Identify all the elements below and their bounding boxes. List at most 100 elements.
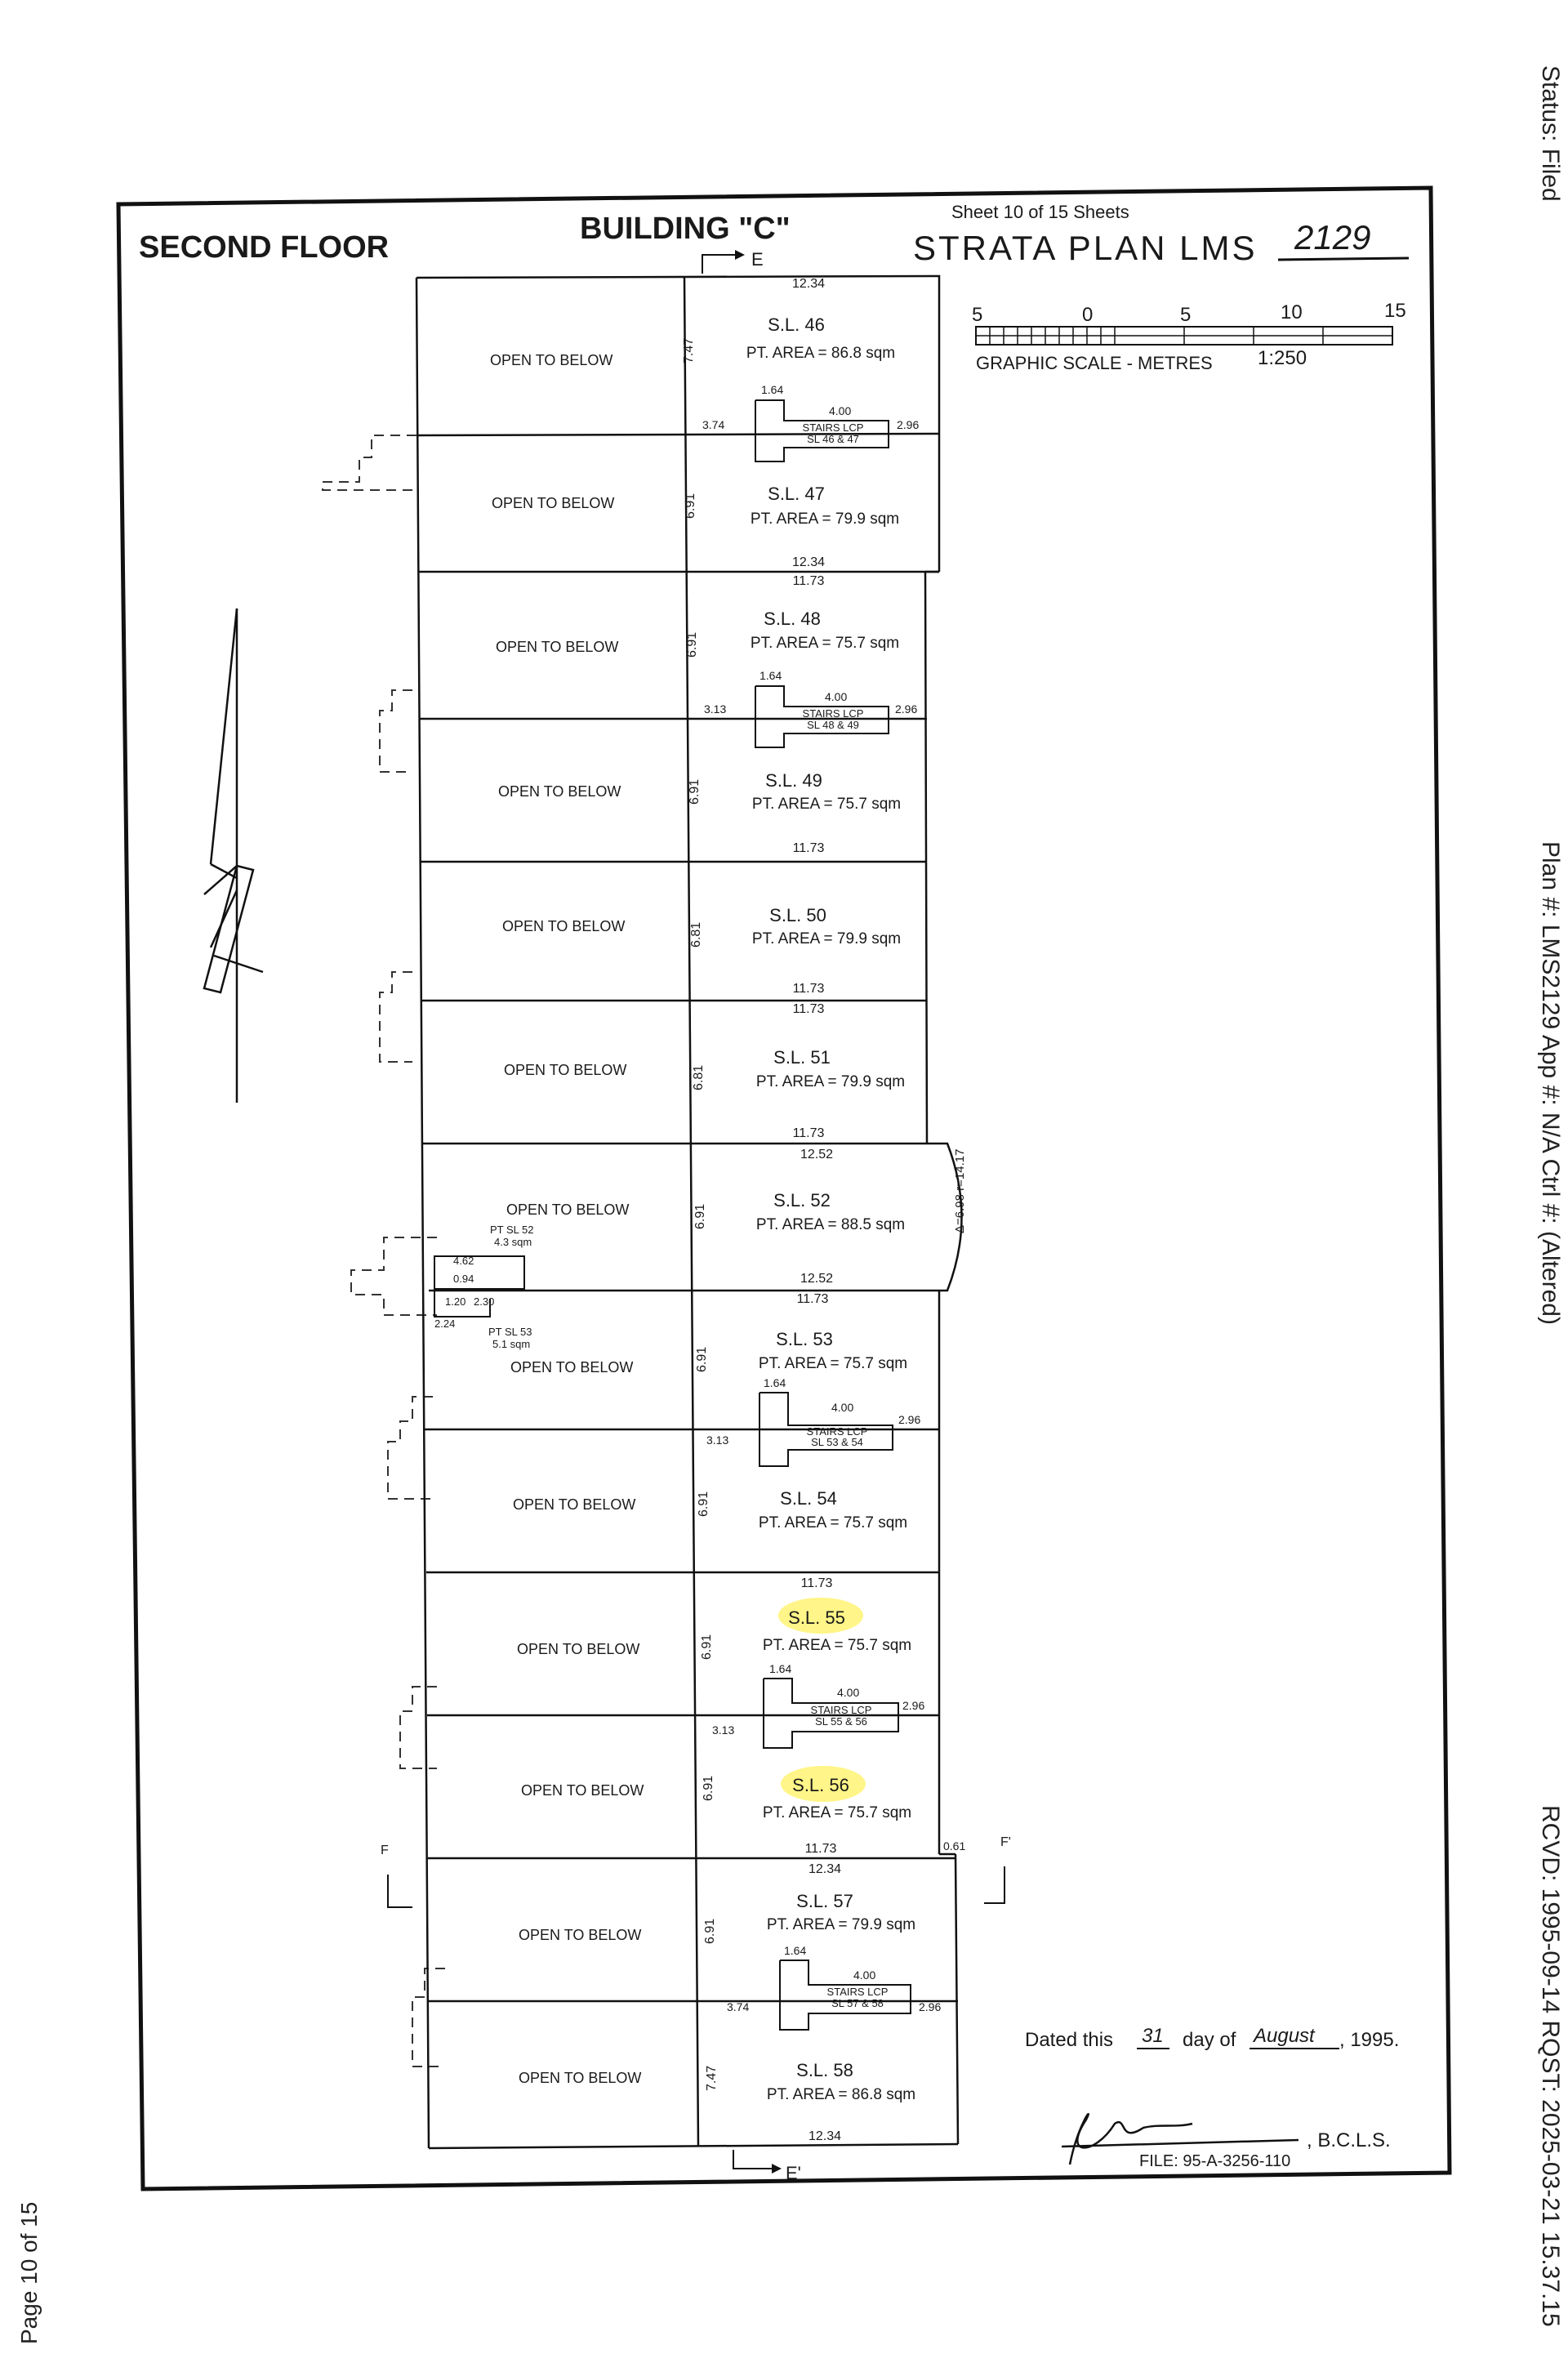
section-label-e: E xyxy=(751,249,764,270)
dim-50-bottom: 11.73 xyxy=(793,982,825,996)
scale-tick-3: 10 xyxy=(1281,301,1303,323)
pt-sl52-dim1: 4.62 xyxy=(453,1255,474,1267)
stairs-3-left: 3.13 xyxy=(706,1433,728,1447)
dim-53-top: 11.73 xyxy=(797,1292,829,1306)
stairs-2-len: 4.00 xyxy=(825,690,847,703)
dim-58-side: 7.47 xyxy=(705,2066,719,2091)
stairs-3-right: 2.96 xyxy=(898,1413,920,1426)
stairs-3-sub: SL 53 & 54 xyxy=(811,1436,863,1448)
open-label-2: OPEN TO BELOW xyxy=(492,495,614,511)
dim-49-side: 6.91 xyxy=(688,779,702,805)
lot-48-area: PT. AREA = 75.7 sqm xyxy=(751,635,899,652)
surveyor-signature xyxy=(1061,2113,1299,2165)
open-label-3: OPEN TO BELOW xyxy=(496,639,618,655)
stairs-1-w: 1.64 xyxy=(761,383,783,396)
dim-50-side: 6.81 xyxy=(689,922,703,947)
pt-sl52-dim2: 0.94 xyxy=(453,1273,474,1285)
lot-54-area: PT. AREA = 75.7 sqm xyxy=(759,1514,907,1531)
stairs-4-left: 3.13 xyxy=(712,1723,734,1737)
margin-status: Status: Filed xyxy=(1537,65,1564,202)
lot-58-name: S.L. 58 xyxy=(796,2060,853,2080)
lot-52-area: PT. AREA = 88.5 sqm xyxy=(756,1216,905,1233)
section-f-markers xyxy=(387,1866,1005,1908)
dim-46-top: 12.34 xyxy=(792,277,825,291)
pt-sl52-area-text: 4.3 sqm xyxy=(494,1236,532,1248)
stairs-3-w: 1.64 xyxy=(764,1376,786,1389)
stairs-3-len: 4.00 xyxy=(831,1401,853,1414)
dim-57-side: 6.91 xyxy=(703,1919,717,1944)
scale-tick-0: 5 xyxy=(972,304,982,326)
dim-48-top: 11.73 xyxy=(793,574,825,588)
stairs-4-label: STAIRS LCP xyxy=(811,1704,872,1716)
stairs-5-left: 3.74 xyxy=(727,2000,749,2013)
dated-day: 31 xyxy=(1142,2025,1164,2047)
dim-57-top: 12.34 xyxy=(808,1862,841,1876)
pt-sl52-name: PT SL 52 xyxy=(490,1224,533,1236)
lot-47-name: S.L. 47 xyxy=(768,484,825,504)
unit-dividers xyxy=(417,432,958,2003)
open-label-7: OPEN TO BELOW xyxy=(506,1202,629,1218)
stairs-4-len: 4.00 xyxy=(837,1686,859,1699)
lot-50-area: PT. AREA = 79.9 sqm xyxy=(752,930,901,947)
stairs-2-sub: SL 48 & 49 xyxy=(807,719,859,731)
open-label-11: OPEN TO BELOW xyxy=(521,1782,644,1799)
stairs-2-right: 2.96 xyxy=(895,702,917,716)
stairs-1-label: STAIRS LCP xyxy=(803,421,864,434)
dim-47-side: 6.91 xyxy=(684,493,697,519)
lot-53-area: PT. AREA = 75.7 sqm xyxy=(759,1355,907,1372)
lot-53-name: S.L. 53 xyxy=(776,1329,833,1349)
lot-50-name: S.L. 50 xyxy=(769,905,826,925)
margin-received: RCVD: 1995-09-14 RQST: 2025-03-21 15.37.… xyxy=(1537,1805,1564,2327)
lot-51-name: S.L. 51 xyxy=(773,1047,831,1068)
dim-52-arc: Δ=6.98 r=14.17 xyxy=(953,1149,967,1233)
lot-54-name: S.L. 54 xyxy=(780,1488,837,1509)
open-label-13: OPEN TO BELOW xyxy=(519,2070,641,2086)
lot-58-area: PT. AREA = 86.8 sqm xyxy=(767,2086,915,2103)
open-label-10: OPEN TO BELOW xyxy=(517,1641,639,1657)
lot-48-name: S.L. 48 xyxy=(764,609,821,629)
dim-51-top: 11.73 xyxy=(793,1002,825,1016)
building-title: BUILDING "C" xyxy=(580,212,791,246)
stairs-2-left: 3.13 xyxy=(704,702,726,716)
pt-sl52-area xyxy=(434,1255,525,1317)
building-outline xyxy=(415,274,963,2150)
dim-52-side: 6.91 xyxy=(693,1204,707,1229)
balcony-outlines xyxy=(322,435,445,2067)
lot-46-area: PT. AREA = 86.8 sqm xyxy=(746,345,895,362)
section-label-e-prime: E' xyxy=(786,2163,801,2183)
open-label-6: OPEN TO BELOW xyxy=(504,1062,626,1078)
strata-plan-title: STRATA PLAN LMS xyxy=(913,229,1258,267)
stairs-5-len: 4.00 xyxy=(853,1968,875,1982)
pt-sl53-dim2: 2.30 xyxy=(474,1295,494,1308)
scale-tick-4: 15 xyxy=(1384,300,1406,322)
margin-plan-info: Plan #: LMS2129 App #: N/A Ctrl #: (Alte… xyxy=(1537,841,1564,1325)
open-label-4: OPEN TO BELOW xyxy=(498,783,621,800)
open-label-5: OPEN TO BELOW xyxy=(502,918,625,934)
pt-sl53-name: PT SL 53 xyxy=(488,1326,532,1338)
dim-51-bottom: 11.73 xyxy=(793,1126,825,1140)
section-arrow-bottom xyxy=(733,2150,772,2169)
stairs-5-sub: SL 57 & 58 xyxy=(831,1997,884,2009)
open-label-8: OPEN TO BELOW xyxy=(510,1359,633,1375)
highlight-sl56 xyxy=(781,1766,866,1802)
dim-58-bottom: 12.34 xyxy=(808,2129,841,2143)
stairs-2-w: 1.64 xyxy=(760,669,782,682)
dim-56-side: 6.91 xyxy=(702,1776,715,1801)
lot-51-area: PT. AREA = 79.9 sqm xyxy=(756,1073,905,1090)
dim-53-side: 6.91 xyxy=(695,1347,709,1372)
lot-49-area: PT. AREA = 75.7 sqm xyxy=(752,796,901,813)
stair-wells xyxy=(686,399,911,2031)
plan-number: 2129 xyxy=(1294,218,1370,256)
sheet-border xyxy=(116,185,1452,2191)
scale-ratio: 1:250 xyxy=(1258,347,1307,369)
dated-month: August xyxy=(1252,2025,1316,2047)
stairs-2-label: STAIRS LCP xyxy=(803,707,864,720)
pt-sl53-area-text: 5.1 sqm xyxy=(492,1338,530,1350)
lot-55-name: S.L. 55 xyxy=(788,1607,845,1628)
stairs-5-label: STAIRS LCP xyxy=(827,1986,889,1998)
open-label-12: OPEN TO BELOW xyxy=(519,1927,641,1943)
stairs-3-label: STAIRS LCP xyxy=(807,1425,868,1438)
section-f-right: F' xyxy=(1000,1835,1011,1849)
dim-47-bottom: 12.34 xyxy=(792,555,825,569)
